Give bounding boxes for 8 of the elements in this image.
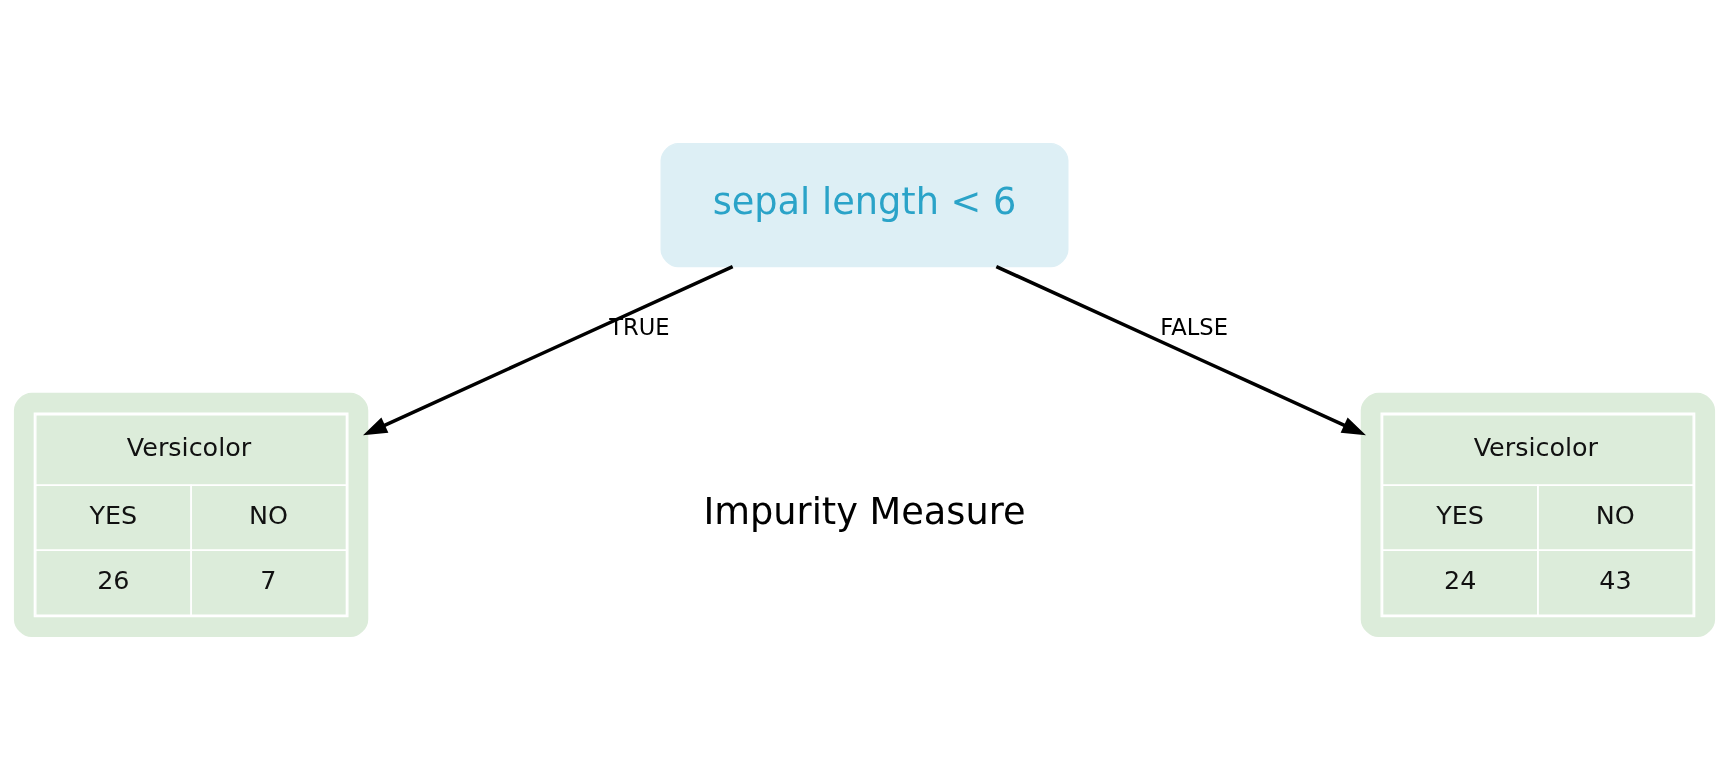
edge-label: FALSE xyxy=(1160,314,1228,341)
node-box: Versicolor YES NO 24 43 xyxy=(1360,392,1716,638)
edge-label: TRUE xyxy=(609,314,670,341)
arrow xyxy=(363,264,734,436)
arrow xyxy=(995,264,1366,436)
node-box: sepal length < 6 xyxy=(660,142,1069,268)
node-box: Versicolor YES NO 26 7 xyxy=(13,392,369,638)
label: Impurity Measure xyxy=(703,489,1026,533)
